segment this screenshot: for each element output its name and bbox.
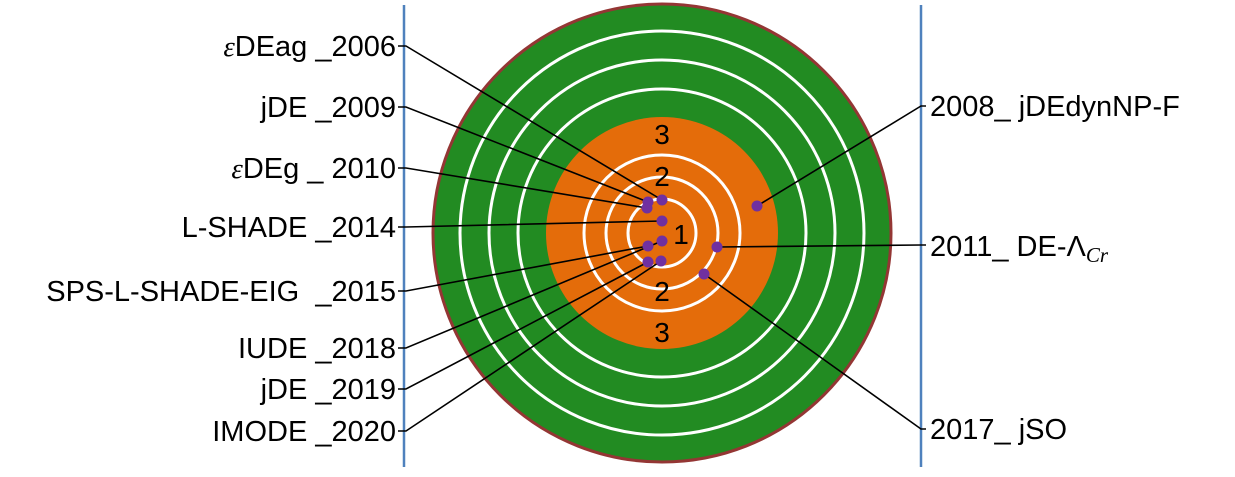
leader-jdedynnpf-2008 [756,105,926,207]
marker-jso-2017 [698,268,710,280]
leader-delambdacr-2011 [716,244,926,248]
lambda-symbol: Λ [1067,231,1087,263]
marker-edeag-2006 [656,194,668,206]
marker-edeg-2010 [641,202,653,214]
cr-subscript: Cr [1086,243,1109,267]
left-labels: εDEag _2006 jDE _2009 εDEg _ 2010 L-SHAD… [46,31,396,448]
label-text: 2011_ DE- [930,231,1067,263]
ring-line [458,29,866,437]
label-text: IMODE _2020 [212,416,396,448]
marker-delambdacr-2011 [711,241,723,253]
label-text: jDE _2019 [260,374,396,406]
label-text: DEg _ 2010 [243,153,396,185]
label-jde-2019: jDE _2019 [260,374,396,406]
label-text: SPS-L-SHADE-EIG _2015 [46,276,396,308]
epsilon-symbol: ε [231,153,243,185]
leader-jso-2017 [703,273,926,430]
leader-spslshadeeig-2015 [398,245,649,292]
leader-edeg-2010 [398,167,648,209]
marker-spslshadeeig-2015 [642,240,654,252]
leader-iude-2018 [398,240,663,349]
label-edeag-2006: εDEag _2006 [223,31,396,63]
marker-jdedynnpf-2008 [751,200,763,212]
ring-line [604,175,720,291]
label-iude-2018: IUDE _2018 [238,333,396,365]
ring-number-center-1: 1 [673,219,689,250]
marker-lshade-2014 [656,215,668,227]
label-text: DEag _2006 [235,31,396,63]
leader-edeag-2006 [398,45,663,201]
leader-lines [398,45,926,432]
marker-imode-2020 [655,255,667,267]
markers [641,194,763,280]
ring-number-top-2: 2 [654,161,670,192]
leader-lshade-2014 [398,220,663,228]
marker-jde-2019 [642,256,654,268]
label-jdedynnpf-2008: 2008_ jDEdynNP-F [930,91,1180,123]
label-imode-2020: IMODE _2020 [212,416,396,448]
ring-line [487,58,837,408]
outer-border [431,2,893,464]
label-text: 2017_ jSO [930,414,1067,446]
label-delambdacr-2011: 2011_ DE-ΛCr [930,231,1109,267]
ring-line [582,153,742,313]
ring-line [516,87,808,379]
leader-imode-2020 [398,260,662,432]
label-text: IUDE _2018 [238,333,396,365]
leader-jde-2009 [398,106,649,203]
label-text: jDE _2009 [260,92,396,124]
leader-jde-2019 [398,261,649,390]
marker-iude-2018 [656,235,668,247]
target [431,2,893,464]
inner-band [546,117,778,349]
ring-number-bottom-2: 2 [654,276,670,307]
right-labels: 2008_ jDEdynNP-F 2011_ DE-ΛCr 2017_ jSO [930,91,1180,446]
ring-number-top-3: 3 [654,119,670,150]
label-edeg-2010: εDEg _ 2010 [231,153,396,185]
label-jde-2009: jDE _2009 [260,92,396,124]
label-spslshadeeig-2015: SPS-L-SHADE-EIG _2015 [46,276,396,308]
label-jso-2017: 2017_ jSO [930,414,1067,446]
label-text: 2008_ jDEdynNP-F [930,91,1180,123]
ring-number-bottom-3: 3 [654,317,670,348]
label-lshade-2014: L-SHADE _2014 [182,212,396,244]
epsilon-symbol: ε [223,31,235,63]
label-text: L-SHADE _2014 [182,212,396,244]
